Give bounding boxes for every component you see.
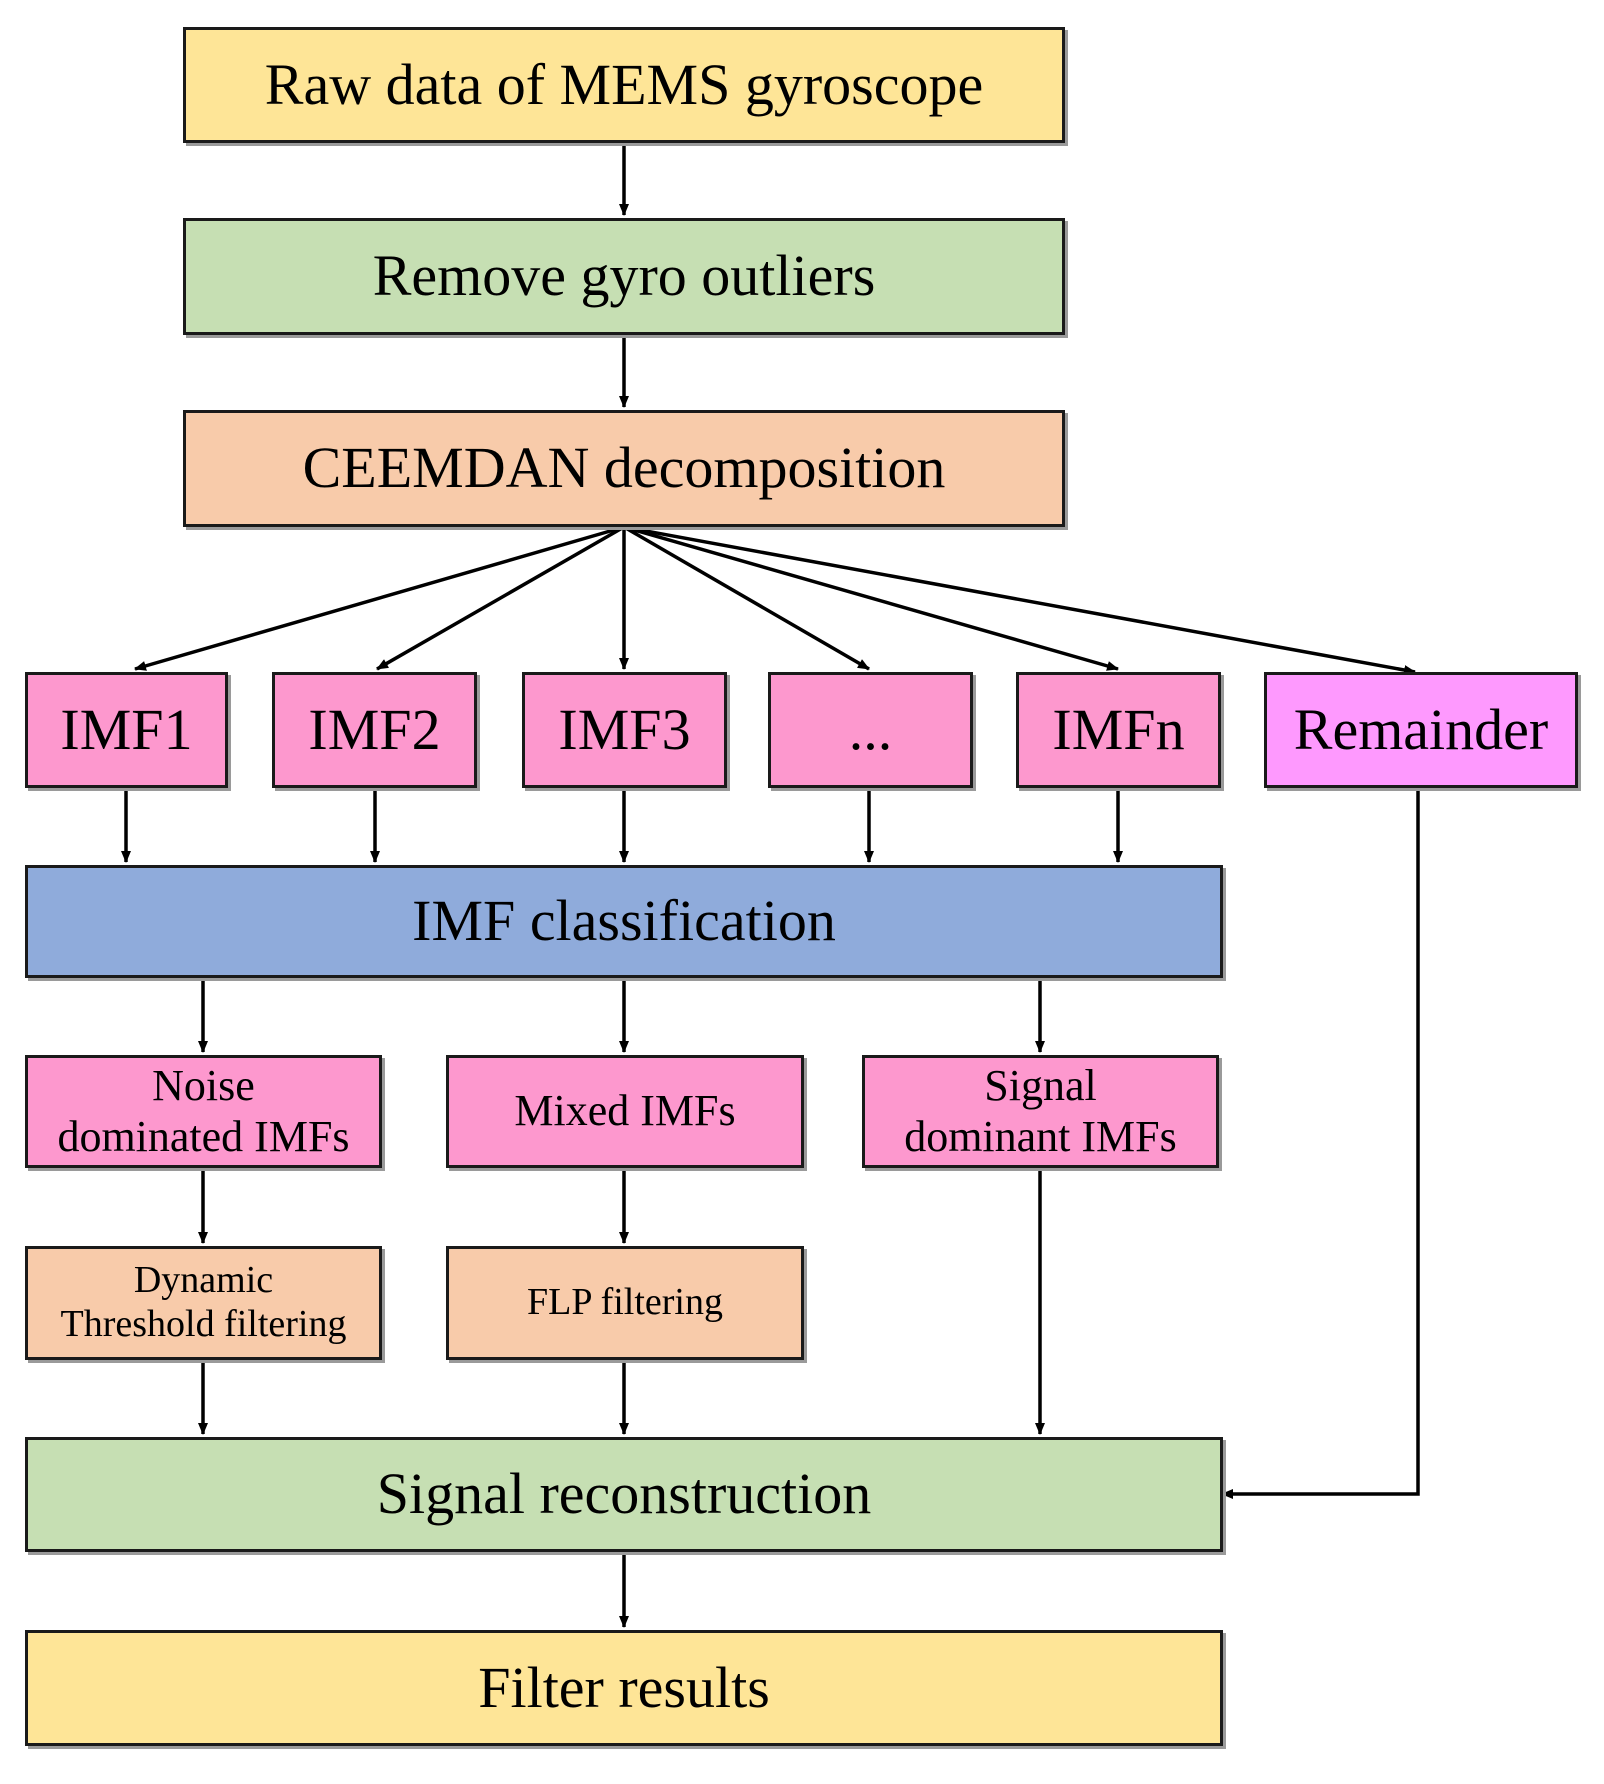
imf1-label: IMF1 (60, 696, 193, 762)
imf-classification-label: IMF classification (412, 888, 836, 954)
arrow-ceemdan-to-remainder (623, 525, 1416, 675)
filter-results-label: Filter results (478, 1654, 770, 1720)
imf2-box: IMF2 (272, 672, 477, 788)
imf-classification-box: IMF classification (25, 865, 1223, 978)
mixed-imfs-label: Mixed IMFs (514, 1086, 736, 1136)
arrow-ceemdan-to-imfn (623, 525, 1119, 671)
arrow-ceemdan-to-imf2 (376, 525, 625, 671)
filter-results-box: Filter results (25, 1630, 1223, 1746)
flp-filtering-label: FLP filtering (527, 1281, 723, 1324)
imf3-label: IMF3 (558, 696, 691, 762)
raw-data-box: Raw data of MEMS gyroscope (183, 27, 1065, 143)
raw-data-label: Raw data of MEMS gyroscope (264, 51, 984, 117)
ceemdan-label: CEEMDAN decomposition (302, 435, 946, 501)
signal-dominant-box: Signal dominant IMFs (862, 1055, 1219, 1168)
imf-ellipsis-box: ... (768, 672, 973, 788)
remove-outliers-label: Remove gyro outliers (372, 243, 876, 309)
noise-dominated-box: Noise dominated IMFs (25, 1055, 382, 1168)
arrow-remainder-to-reconstruction (1221, 788, 1420, 1499)
imfn-box: IMFn (1016, 672, 1221, 788)
imfn-label: IMFn (1052, 696, 1185, 762)
ceemdan-box: CEEMDAN decomposition (183, 410, 1065, 527)
imf3-box: IMF3 (522, 672, 727, 788)
remove-outliers-box: Remove gyro outliers (183, 218, 1065, 335)
signal-reconstruction-label: Signal reconstruction (376, 1461, 872, 1527)
noise-dominated-label: Noise dominated IMFs (57, 1060, 350, 1161)
remainder-box: Remainder (1264, 672, 1578, 788)
dynamic-threshold-label: Dynamic Threshold filtering (60, 1259, 347, 1345)
arrow-ceemdan-to-ellipsis (623, 525, 870, 671)
flp-filtering-box: FLP filtering (446, 1246, 804, 1360)
remainder-label: Remainder (1293, 696, 1549, 762)
imf1-box: IMF1 (25, 672, 228, 788)
signal-dominant-label: Signal dominant IMFs (904, 1060, 1177, 1161)
dynamic-threshold-box: Dynamic Threshold filtering (25, 1246, 382, 1360)
arrow-ceemdan-to-imf1 (134, 525, 625, 671)
mixed-imfs-box: Mixed IMFs (446, 1055, 804, 1168)
imf-ellipsis-label: ... (848, 696, 893, 762)
signal-reconstruction-box: Signal reconstruction (25, 1437, 1223, 1552)
imf2-label: IMF2 (308, 696, 441, 762)
